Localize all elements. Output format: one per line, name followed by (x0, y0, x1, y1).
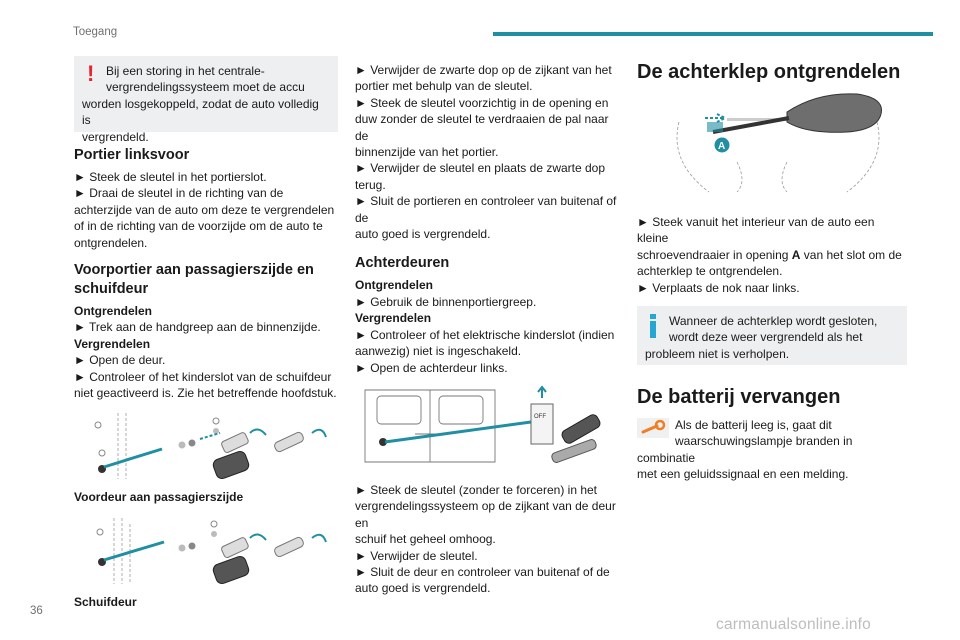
caption-voordeur: Voordeur aan passagierszijde (74, 490, 244, 505)
step-text: ► Draai de sleutel in de richting van de (74, 186, 284, 201)
heading-line: Voorportier aan passagierszijde en (74, 262, 314, 279)
step-text: of in de richting van de voorzijde om de… (74, 219, 323, 234)
warning-exclamation-icon: ! (87, 61, 95, 86)
step-text: achterklep te ontgrendelen. (637, 264, 783, 279)
subheading-ontgrendelen: Ontgrendelen (74, 304, 153, 319)
step-text: schuif het geheel omhoog. (355, 532, 496, 547)
step-text: portier met behulp van de sleutel. (355, 79, 533, 94)
illustration-voordeur (74, 409, 338, 484)
step-text: ► Steek vanuit het interieur van de auto… (637, 215, 875, 246)
batterij-line-2: waarschuwingslampje branden in combinati… (637, 434, 853, 465)
achterdeuren-steps: Ontgrendelen ► Gebruik de binnenportierg… (355, 277, 621, 375)
info-text-3: probleem niet is verholpen. (645, 346, 790, 361)
subheading-vergrendelen: Vergrendelen (355, 311, 432, 326)
warning-text-2: vergrendelingssysteem moet de accu (106, 80, 305, 95)
step-text: niet geactiveerd is. Zie het betreffende… (74, 386, 337, 401)
illustration-achterklep: A (637, 92, 907, 204)
column-right: De achterklep ontgrendelen A ► Steek van… (637, 56, 907, 483)
voorportier-steps: Ontgrendelen ► Trek aan de handgreep aan… (74, 303, 338, 401)
step-text-part: van het slot om de (800, 247, 902, 262)
step-text: auto goed is vergrendeld. (355, 227, 491, 242)
step-text: terug. (355, 177, 386, 192)
batterij-line-1: Als de batterij leeg is, gaat dit (675, 418, 832, 433)
info-icon (649, 314, 658, 339)
subheading-ontgrendelen: Ontgrendelen (355, 278, 434, 293)
heading-achterdeuren: Achterdeuren (355, 255, 450, 272)
step-text: ► Steek de sleutel voorzichtig in de ope… (355, 95, 609, 110)
off-label: OFF (534, 414, 546, 420)
info-note: Wanneer de achterklep wordt gesloten, wo… (637, 306, 907, 366)
batterij-line-3: met een geluidssignaal en een melding. (637, 467, 849, 482)
step-text: schroevendraaier in opening A van het sl… (637, 247, 907, 263)
column-middle: ► Verwijder de zwarte dop op de zijkant … (355, 56, 621, 597)
warning-note: ! Bij een storing in het centrale- vergr… (74, 56, 338, 144)
step-text: ► Steek de sleutel in het portierslot. (74, 170, 267, 184)
column-left: ! Bij een storing in het centrale- vergr… (74, 56, 338, 610)
heading-batterij: De batterij vervangen (637, 386, 841, 409)
step-text-part: schroevendraaier in opening (637, 247, 792, 262)
illustration-schuifdeur (74, 513, 338, 588)
step-text: ► Trek aan de handgreep aan de binnenzij… (74, 320, 321, 335)
watermark: carmanualsonline.info (716, 616, 871, 633)
heading-portier-linksvoor: Portier linksvoor (74, 147, 190, 163)
page-number: 36 (30, 605, 43, 617)
warning-text-4: vergrendeld. (82, 129, 149, 144)
step-text: ► Open de deur. (74, 353, 166, 368)
top-steps: ► Verwijder de zwarte dop op de zijkant … (355, 62, 621, 242)
heading-line: schuifdeur (74, 281, 149, 298)
rear-door-diagram: OFF (364, 385, 601, 463)
step-text: auto goed is vergrendeld. (355, 581, 491, 596)
step-text: ► Controleer of het kinderslot van de sc… (74, 369, 332, 384)
step-text: vergrendelingssysteem op de zijkant van … (355, 499, 616, 530)
marker-a: A (718, 141, 725, 152)
step-text: ► Sluit de deur en controleer van buiten… (355, 564, 610, 579)
step-text: ► Verwijder de zwarte dop op de zijkant … (355, 63, 612, 77)
subheading-vergrendelen: Vergrendelen (74, 336, 151, 351)
step-text-bold: A (791, 247, 801, 262)
achterklep-steps: ► Steek vanuit het interieur van de auto… (637, 214, 907, 296)
step-text: binnenzijde van het portier. (355, 145, 499, 160)
batterij-text: Als de batterij leeg is, gaat dit waarsc… (637, 417, 907, 483)
step-text: ► Controleer of het elektrische kindersl… (355, 327, 615, 342)
portier-linksvoor-steps: ► Steek de sleutel in het portierslot. ►… (74, 169, 338, 251)
step-text: ► Verplaats de nok naar links. (637, 280, 800, 295)
tailgate-screwdriver-diagram: A (676, 93, 882, 193)
step-text: achterzijde van de auto om deze te vergr… (74, 202, 335, 217)
step-text: ► Verwijder de sleutel en plaats de zwar… (355, 161, 606, 176)
warning-text-1: Bij een storing in het centrale- (106, 64, 265, 78)
header-section-label: Toegang (73, 26, 118, 38)
info-text-1: Wanneer de achterklep wordt gesloten, (669, 314, 878, 329)
sliding-door-key-diagram (96, 517, 327, 584)
header-accent-bar (493, 32, 933, 36)
info-text-2: wordt deze weer vergrendeld als het (669, 330, 863, 345)
step-text: duw zonder de sleutel te verdraaien de p… (355, 112, 609, 143)
door-key-diagram (94, 413, 327, 480)
illustration-achterdeur: OFF (355, 381, 621, 472)
step-text: ► Verwijder de sleutel. (355, 548, 478, 563)
wrench-warning-lamp-icon (637, 418, 669, 439)
caption-schuifdeur: Schuifdeur (74, 594, 137, 609)
heading-achterklep: De achterklep ontgrendelen (637, 61, 901, 83)
step-text: ► Steek de sleutel (zonder te forceren) … (355, 482, 598, 497)
step-text: ► Sluit de portieren en controleer van b… (355, 194, 617, 225)
step-text: ► Open de achterdeur links. (355, 360, 508, 375)
step-text: ► Gebruik de binnenportiergreep. (355, 294, 537, 309)
heading-voorportier: Voorportier aan passagierszijde en schui… (74, 261, 338, 299)
bottom-steps: ► Steek de sleutel (zonder te forceren) … (355, 482, 621, 597)
warning-text-3: worden losgekoppeld, zodat de auto volle… (82, 96, 319, 128)
step-text: ontgrendelen. (74, 235, 148, 250)
step-text: aanwezig) niet is ingeschakeld. (355, 344, 522, 359)
